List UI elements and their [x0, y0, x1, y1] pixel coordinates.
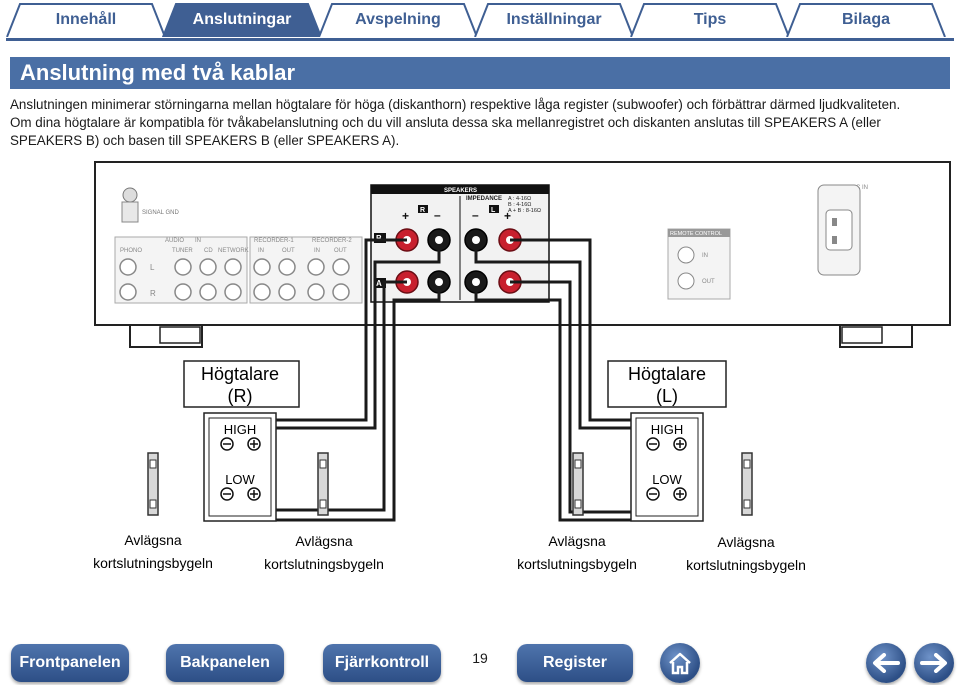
ac-inlet: AC IN — [817, 184, 868, 276]
tab-anslutningar[interactable]: Anslutningar — [162, 3, 322, 37]
remote-control-button[interactable]: Fjärrkontroll — [323, 644, 441, 682]
remove-label-4-line1: Avlägsna — [717, 534, 775, 550]
phono-label: PHONO — [120, 248, 142, 254]
svg-text:+: + — [402, 209, 409, 223]
intro-text: Anslutningen minimerar störningarna mell… — [10, 96, 950, 150]
in-label: IN — [195, 238, 201, 244]
signal-gnd-terminal: SIGNAL GND — [121, 187, 179, 223]
back-panel-button[interactable]: Bakpanelen — [166, 644, 284, 682]
recorder2-out-label: OUT — [334, 248, 347, 254]
speaker-r: Högtalare (R) HIGH LOW — [183, 360, 300, 522]
home-button[interactable] — [660, 643, 700, 683]
badge-l: L — [491, 207, 496, 214]
tab-tips[interactable]: Tips — [630, 3, 790, 37]
connection-diagram: SIGNAL GND AUDIO IN PHONO TUNER CD NETWO… — [93, 161, 951, 573]
cd-label: CD — [204, 248, 213, 254]
intro-line-1: Anslutningen minimerar störningarna mell… — [10, 97, 901, 112]
section-title: Anslutning med två kablar — [10, 57, 950, 89]
recorder2-in-label: IN — [314, 248, 320, 254]
speaker-l-title: Högtalare — [628, 364, 706, 384]
audio-label: AUDIO — [165, 238, 184, 244]
page-number: 19 — [472, 650, 488, 666]
remote-in-label: IN — [702, 253, 708, 259]
shorting-bar-details — [149, 459, 751, 509]
arrow-left-icon — [873, 653, 900, 673]
speaker-l-channel: (L) — [656, 386, 678, 406]
remove-label-2-line1: Avlägsna — [295, 533, 353, 549]
remove-bridge-labels: Avlägsna kortslutningsbygeln Avlägsna ko… — [93, 532, 806, 573]
speakers-label: SPEAKERS — [444, 188, 477, 194]
tab-innehall[interactable]: Innehåll — [6, 3, 166, 37]
impedance-a: A : 4-16Ω — [508, 196, 531, 202]
tab-bar: Innehåll Anslutningar Avspelning Inställ… — [0, 0, 960, 42]
remove-label-3-line1: Avlägsna — [548, 533, 606, 549]
remote-control-label: REMOTE CONTROL — [670, 231, 722, 237]
recorder1-label: RECORDER-1 — [254, 238, 294, 244]
recorder1-out-label: OUT — [282, 248, 295, 254]
intro-line-2: Om dina högtalare är kompatibla för tvåk… — [10, 115, 881, 148]
tab-bilaga[interactable]: Bilaga — [786, 3, 946, 37]
impedance-label: IMPEDANCE — [466, 196, 502, 202]
index-button[interactable]: Register — [517, 644, 633, 682]
badge-r: R — [420, 207, 425, 214]
remove-label-1-line1: Avlägsna — [124, 532, 182, 548]
arrow-right-icon — [920, 653, 947, 673]
next-page-button[interactable] — [914, 643, 954, 683]
speaker-r-title: Högtalare — [201, 364, 279, 384]
impedance-ab: A + B : 8-16Ω — [508, 208, 541, 214]
tab-installningar[interactable]: Inställningar — [474, 3, 634, 37]
ac-in-label: AC IN — [852, 185, 868, 191]
speaker-r-low-label: LOW — [225, 472, 255, 487]
left-channel-label: L — [150, 263, 155, 272]
right-channel-label: R — [150, 289, 156, 298]
tab-avspelning[interactable]: Avspelning — [318, 3, 478, 37]
network-label: NETWORK — [218, 248, 249, 254]
speaker-l-low-label: LOW — [652, 472, 682, 487]
speaker-l: Högtalare (L) HIGH LOW — [607, 360, 727, 522]
svg-text:+: + — [504, 209, 511, 223]
previous-page-button[interactable] — [866, 643, 906, 683]
remove-label-2-line2: kortslutningsbygeln — [264, 556, 384, 572]
speaker-r-high-label: HIGH — [224, 422, 257, 437]
svg-text:–: – — [472, 208, 479, 222]
tab-underline — [6, 38, 954, 41]
impedance-b: B : 4-16Ω — [508, 202, 531, 208]
remove-label-1-line2: kortslutningsbygeln — [93, 555, 213, 571]
recorder2-label: RECORDER-2 — [312, 238, 352, 244]
speaker-r-channel: (R) — [228, 386, 253, 406]
badge-a: A — [376, 279, 382, 288]
rca-jacks — [119, 258, 350, 301]
remove-label-3-line2: kortslutningsbygeln — [517, 556, 637, 572]
recorder1-in-label: IN — [258, 248, 264, 254]
shorting-bars — [147, 452, 753, 516]
tuner-label: TUNER — [172, 248, 193, 254]
remote-out-label: OUT — [702, 279, 715, 285]
front-panel-button[interactable]: Frontpanelen — [11, 644, 129, 682]
remove-label-4-line2: kortslutningsbygeln — [686, 557, 806, 573]
speaker-l-high-label: HIGH — [651, 422, 684, 437]
remote-control-section: REMOTE CONTROL IN OUT — [667, 228, 731, 300]
home-icon — [669, 652, 691, 675]
svg-text:–: – — [434, 208, 441, 222]
signal-gnd-label: SIGNAL GND — [142, 210, 179, 216]
